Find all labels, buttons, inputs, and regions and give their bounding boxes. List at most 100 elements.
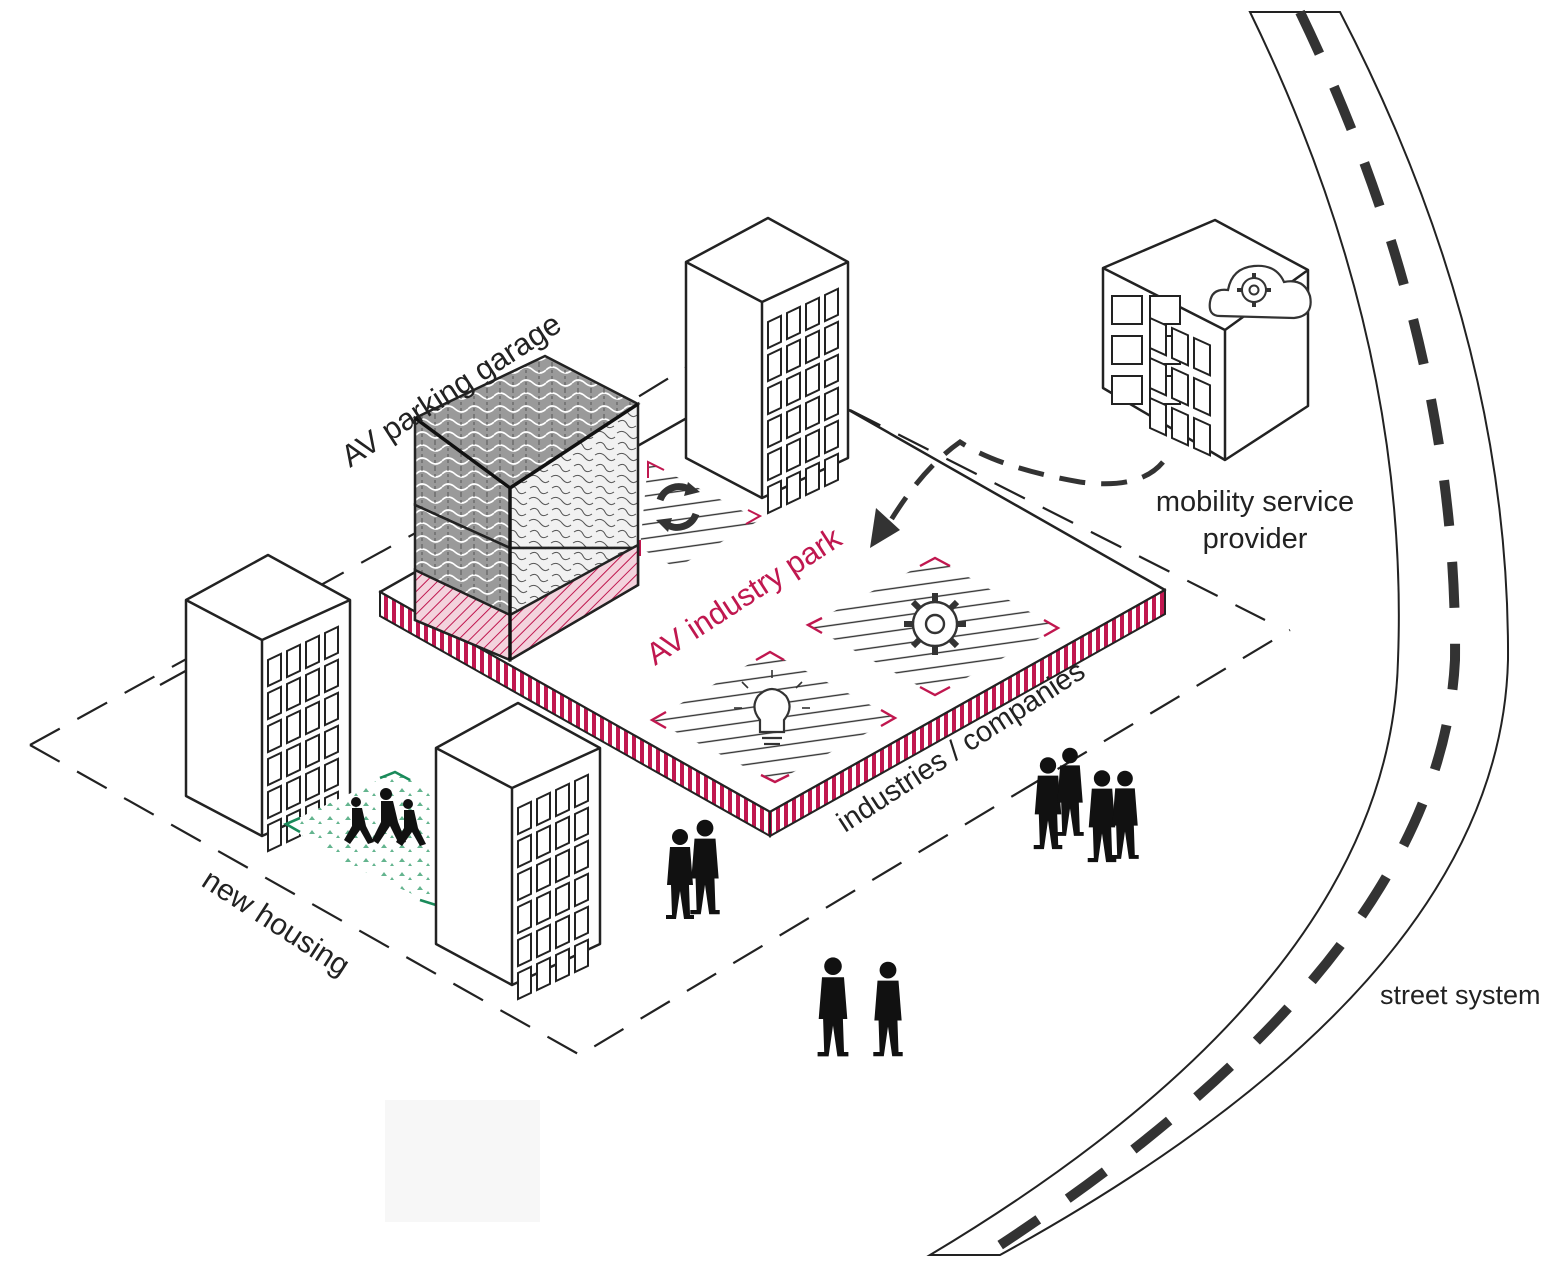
window [574, 773, 589, 809]
window [805, 296, 820, 332]
window [767, 479, 782, 515]
window [555, 782, 570, 818]
parking-garage [412, 354, 641, 663]
park-area [283, 770, 437, 907]
watermark [385, 1100, 540, 1222]
window [555, 947, 570, 983]
window [536, 923, 551, 959]
window [305, 700, 320, 736]
window [767, 380, 782, 416]
housing-building-front [434, 701, 602, 1001]
window [1111, 375, 1143, 405]
window [767, 413, 782, 449]
window [536, 956, 551, 992]
window [517, 833, 532, 869]
window [786, 404, 801, 440]
person-silhouette [1033, 757, 1063, 850]
window [305, 766, 320, 802]
lightbulb-icon [734, 670, 810, 746]
window [574, 839, 589, 875]
window [324, 658, 339, 694]
window [286, 742, 301, 778]
person-silhouette [817, 957, 849, 1057]
window [824, 353, 839, 389]
window [267, 751, 282, 787]
window [555, 848, 570, 884]
window [517, 800, 532, 836]
housing-building-left [184, 553, 352, 853]
window [267, 784, 282, 820]
window [824, 419, 839, 455]
mobility-provider-building [1101, 218, 1312, 462]
lightbulb-pad [649, 650, 898, 784]
window [824, 452, 839, 488]
window [767, 446, 782, 482]
window [574, 905, 589, 941]
window [1171, 326, 1189, 367]
window [805, 329, 820, 365]
window [1111, 295, 1143, 325]
window [536, 824, 551, 860]
window [805, 362, 820, 398]
window [324, 724, 339, 760]
window [305, 733, 320, 769]
window [555, 815, 570, 851]
window [267, 652, 282, 688]
window [1149, 316, 1167, 357]
window [536, 791, 551, 827]
runners-silhouette [344, 788, 426, 846]
window [517, 932, 532, 968]
gear-icon [904, 593, 966, 655]
label-mobility-line1: mobility service [1156, 486, 1354, 518]
window [767, 347, 782, 383]
window [536, 857, 551, 893]
window [267, 817, 282, 853]
window [805, 461, 820, 497]
pedestrians [666, 747, 1139, 1057]
gear-pad [805, 556, 1061, 697]
window [324, 625, 339, 661]
person-silhouette [690, 819, 720, 915]
street-road [926, 9, 1510, 1260]
window [324, 691, 339, 727]
window [286, 643, 301, 679]
window [267, 718, 282, 754]
window [517, 866, 532, 902]
person-silhouette [1087, 770, 1117, 863]
window [536, 890, 551, 926]
window [1171, 366, 1189, 407]
window [1171, 406, 1189, 447]
window [574, 938, 589, 974]
recycle-icon [656, 482, 700, 532]
window [786, 338, 801, 374]
window [786, 371, 801, 407]
recycle-pad [639, 460, 763, 568]
person-silhouette [1111, 770, 1139, 859]
window [286, 775, 301, 811]
person-silhouette [873, 961, 903, 1057]
window [517, 965, 532, 1001]
window [786, 305, 801, 341]
window [824, 287, 839, 323]
window [805, 428, 820, 464]
window [305, 634, 320, 670]
window [1193, 416, 1211, 457]
window [1149, 295, 1181, 325]
label-street: street system [1380, 980, 1541, 1010]
window [1149, 356, 1167, 397]
window [574, 806, 589, 842]
window [574, 872, 589, 908]
window [1193, 376, 1211, 417]
office-building-center [684, 216, 850, 515]
window [517, 899, 532, 935]
person-silhouette [666, 829, 694, 919]
window [267, 685, 282, 721]
window [286, 676, 301, 712]
cloud-gear-icon [1208, 264, 1312, 320]
window [824, 386, 839, 422]
window [786, 470, 801, 506]
window [555, 914, 570, 950]
industry-park-platform [378, 366, 1167, 838]
